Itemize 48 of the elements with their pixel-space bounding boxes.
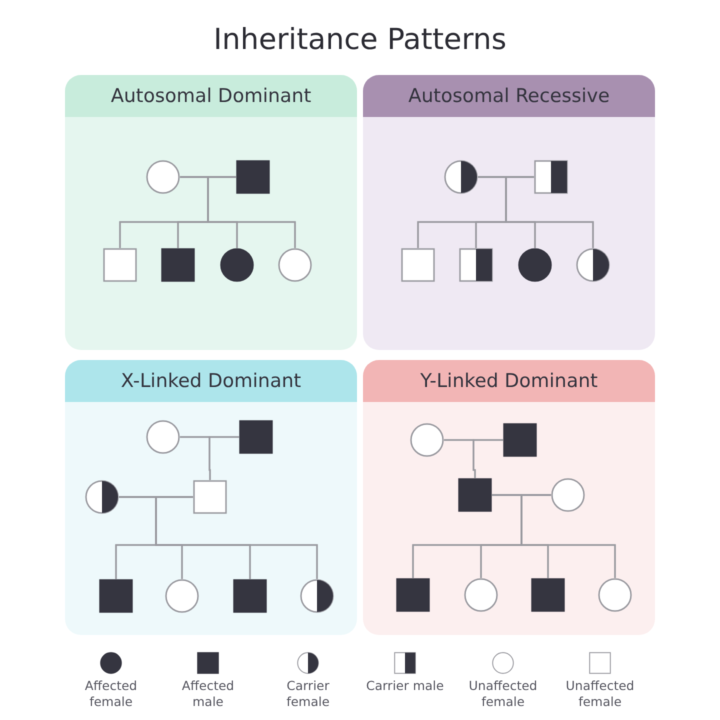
unaffected-male-symbol (103, 248, 137, 282)
panel-title: Y-Linked Dominant (363, 360, 655, 402)
unaffected-female-symbol (146, 160, 180, 194)
unaffected-male-symbol (401, 248, 435, 282)
pedigree-line (505, 176, 594, 248)
affected-male-symbol (161, 248, 195, 282)
carrier-female-symbol (444, 160, 478, 194)
affected-male-symbol (239, 420, 273, 454)
affected-male-symbol (458, 478, 492, 512)
pedigree-line (208, 436, 239, 480)
legend-label: Carrier female (285, 678, 331, 710)
legend-label: Unaffected female (468, 678, 538, 710)
carrier-female-symbol (85, 480, 119, 514)
pedigree-line (472, 439, 503, 478)
affected-male-symbol (503, 423, 537, 457)
carrier-female-symbol (300, 579, 334, 613)
pedigree-line (207, 176, 296, 248)
affected-male-symbol (396, 578, 430, 612)
legend-label: Affected male (180, 678, 236, 710)
unaffected-female-symbol (598, 578, 632, 612)
affected-female-symbol (518, 248, 552, 282)
panel-title: Autosomal Recessive (363, 75, 655, 117)
carrier-male-symbol (459, 248, 493, 282)
unaffected-female-symbol (410, 423, 444, 457)
carrier-male-symbol (534, 160, 568, 194)
panel-title: Autosomal Dominant (65, 75, 357, 117)
unaffected-female-symbol (551, 478, 585, 512)
legend-label: Affected female (84, 678, 138, 710)
unaffected-female-symbol (278, 248, 312, 282)
pedigree-line (155, 496, 318, 579)
diagram-title: Inheritance Patterns (212, 22, 508, 56)
panel-title: X-Linked Dominant (65, 360, 357, 402)
affected-female-symbol (220, 248, 254, 282)
affected-male-symbol (531, 578, 565, 612)
unaffected-female-symbol (146, 420, 180, 454)
panel-card (363, 360, 655, 635)
panel-card (65, 75, 357, 350)
unaffected-female-symbol (464, 578, 498, 612)
panel-card (363, 75, 655, 350)
legend-label: Unaffected female (564, 678, 636, 710)
carrier-female-symbol (576, 248, 610, 282)
affected-male-symbol (99, 579, 133, 613)
legend-label: Carrier male (365, 678, 445, 694)
unaffected-male-symbol (193, 480, 227, 514)
affected-male-symbol (236, 160, 270, 194)
unaffected-female-symbol (165, 579, 199, 613)
panel-card (65, 360, 357, 635)
affected-male-symbol (233, 579, 267, 613)
